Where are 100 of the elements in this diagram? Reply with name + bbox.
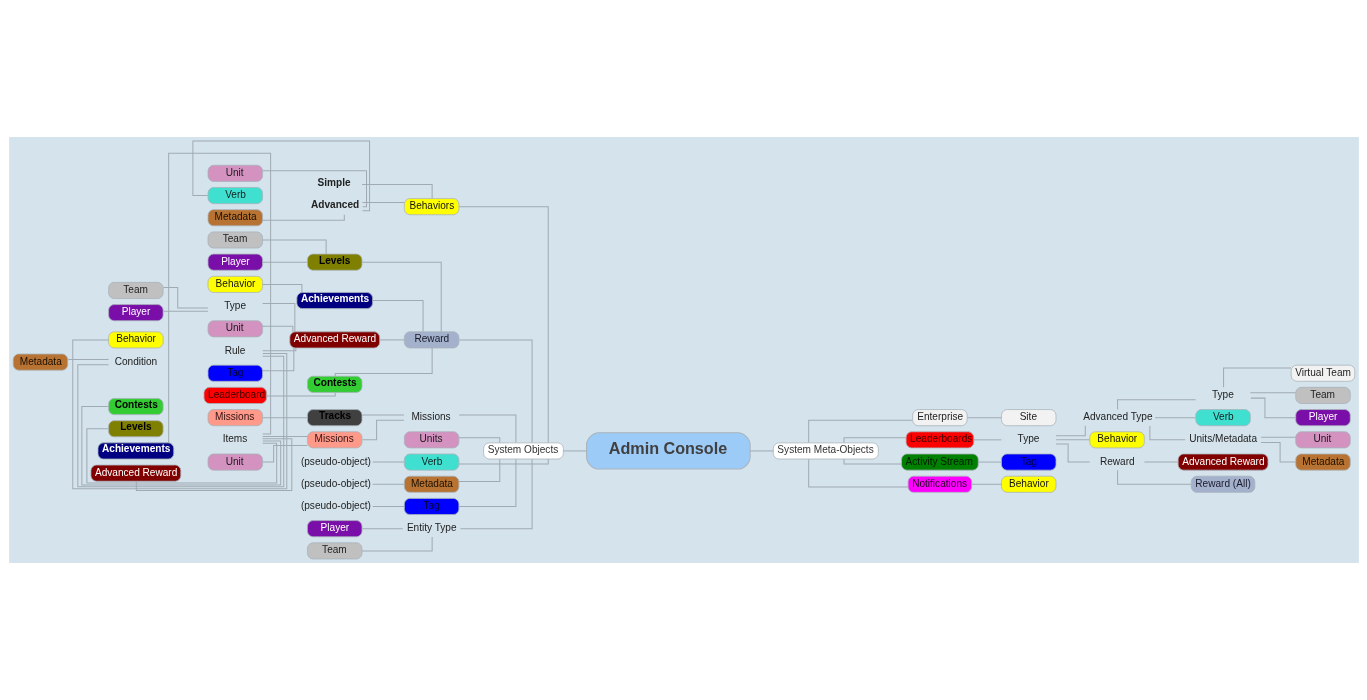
node-box: Verb — [1194, 409, 1251, 427]
node-box: Contests — [107, 398, 163, 415]
node-box: Site — [1000, 409, 1056, 427]
node-box: Notifications — [907, 475, 972, 493]
node-box: Contests — [306, 375, 362, 393]
connector — [1154, 417, 1196, 419]
connector — [977, 461, 1002, 463]
connector — [807, 419, 913, 444]
connector — [361, 202, 405, 204]
connector — [261, 261, 308, 263]
node-box: Player — [207, 253, 263, 271]
connector — [378, 339, 405, 341]
node-text: (pseudo-object) — [300, 499, 371, 511]
node-box: Team — [107, 281, 163, 299]
node-box: Reward (All) — [1190, 475, 1255, 493]
node-box: Tag — [1000, 453, 1056, 471]
connector — [66, 358, 109, 360]
connector — [361, 261, 442, 333]
node-box: System Meta-Objects — [772, 442, 879, 460]
node-text: (pseudo-object) — [300, 455, 371, 467]
node-box: Behavior — [207, 275, 263, 293]
node-text: Advanced Type — [1082, 411, 1153, 423]
node-box: Unit — [207, 453, 263, 471]
connector — [361, 536, 433, 552]
connector — [261, 347, 296, 352]
node-box: Leaderboards — [905, 431, 974, 449]
connector — [970, 483, 1002, 485]
node-box: Enterprise — [911, 409, 968, 427]
node-box: Virtual Team — [1290, 364, 1355, 382]
connector — [458, 414, 516, 444]
node-box: Player — [306, 520, 362, 538]
node-box: Levels — [306, 253, 362, 271]
connector — [1055, 443, 1090, 463]
node-box: Achievements — [97, 442, 174, 460]
connector — [261, 417, 308, 419]
connector — [1116, 399, 1196, 411]
connector — [972, 439, 1002, 441]
connector — [371, 483, 405, 485]
node-text: Type — [1017, 433, 1039, 445]
node-box: Advanced Reward — [90, 464, 181, 482]
node-text: Type — [1211, 388, 1234, 400]
node-box: Missions — [207, 409, 263, 427]
connector — [1055, 425, 1086, 437]
node-box: Reward — [403, 331, 459, 349]
node-box: Unit — [1294, 431, 1351, 449]
node-box: Team — [1294, 386, 1351, 404]
node-box: Player — [107, 304, 163, 322]
connector — [71, 339, 287, 490]
node-box: Verb — [403, 453, 459, 471]
node-box: Achievements — [295, 292, 373, 309]
connector — [261, 435, 308, 437]
connector — [562, 450, 587, 452]
node-box: Unit — [207, 164, 263, 182]
node-box: Metadata — [12, 353, 68, 371]
node-box: Advanced Reward — [288, 331, 380, 349]
connector — [458, 339, 533, 444]
connector — [457, 458, 549, 465]
node-box: Behavior — [107, 331, 163, 349]
connector — [371, 505, 405, 507]
node-text: Entity Type — [406, 522, 457, 534]
connector — [457, 437, 500, 444]
connector — [135, 438, 292, 491]
node-box: Verb — [207, 187, 263, 205]
node-box: Units — [403, 431, 459, 449]
connector — [361, 419, 405, 441]
connector — [261, 303, 295, 332]
connector — [334, 347, 433, 377]
connector — [361, 183, 433, 199]
connector — [457, 206, 549, 444]
node-text: Rule — [224, 344, 245, 356]
connector — [1116, 469, 1192, 485]
connector — [458, 458, 516, 507]
node-box: Behavior — [1000, 475, 1056, 493]
connector — [261, 239, 327, 255]
connector — [167, 152, 271, 444]
node-box: Tracks — [306, 409, 362, 427]
node-box: Metadata — [207, 209, 263, 227]
connector — [1249, 392, 1296, 394]
connector — [162, 310, 208, 312]
connector — [261, 347, 294, 372]
connector — [1055, 439, 1090, 441]
node-box: Team — [306, 542, 362, 560]
node-box: System Objects — [482, 442, 564, 460]
connector — [261, 283, 302, 293]
connector — [361, 528, 403, 530]
node-text: Units/Metadata — [1188, 433, 1257, 445]
connector — [843, 458, 902, 465]
connector — [1260, 436, 1296, 438]
node-box: Admin Console — [585, 432, 751, 470]
connector — [1249, 397, 1296, 419]
node-text: (pseudo-object) — [300, 477, 371, 489]
node-box: Missions — [306, 431, 362, 449]
connector — [76, 355, 284, 488]
node-box: Behavior — [1088, 431, 1145, 449]
connector — [966, 417, 1002, 419]
node-box: Advanced Reward — [1177, 453, 1268, 471]
connector — [261, 170, 367, 208]
connector — [261, 214, 345, 221]
connector — [371, 300, 424, 333]
node-text: Condition — [114, 355, 157, 367]
